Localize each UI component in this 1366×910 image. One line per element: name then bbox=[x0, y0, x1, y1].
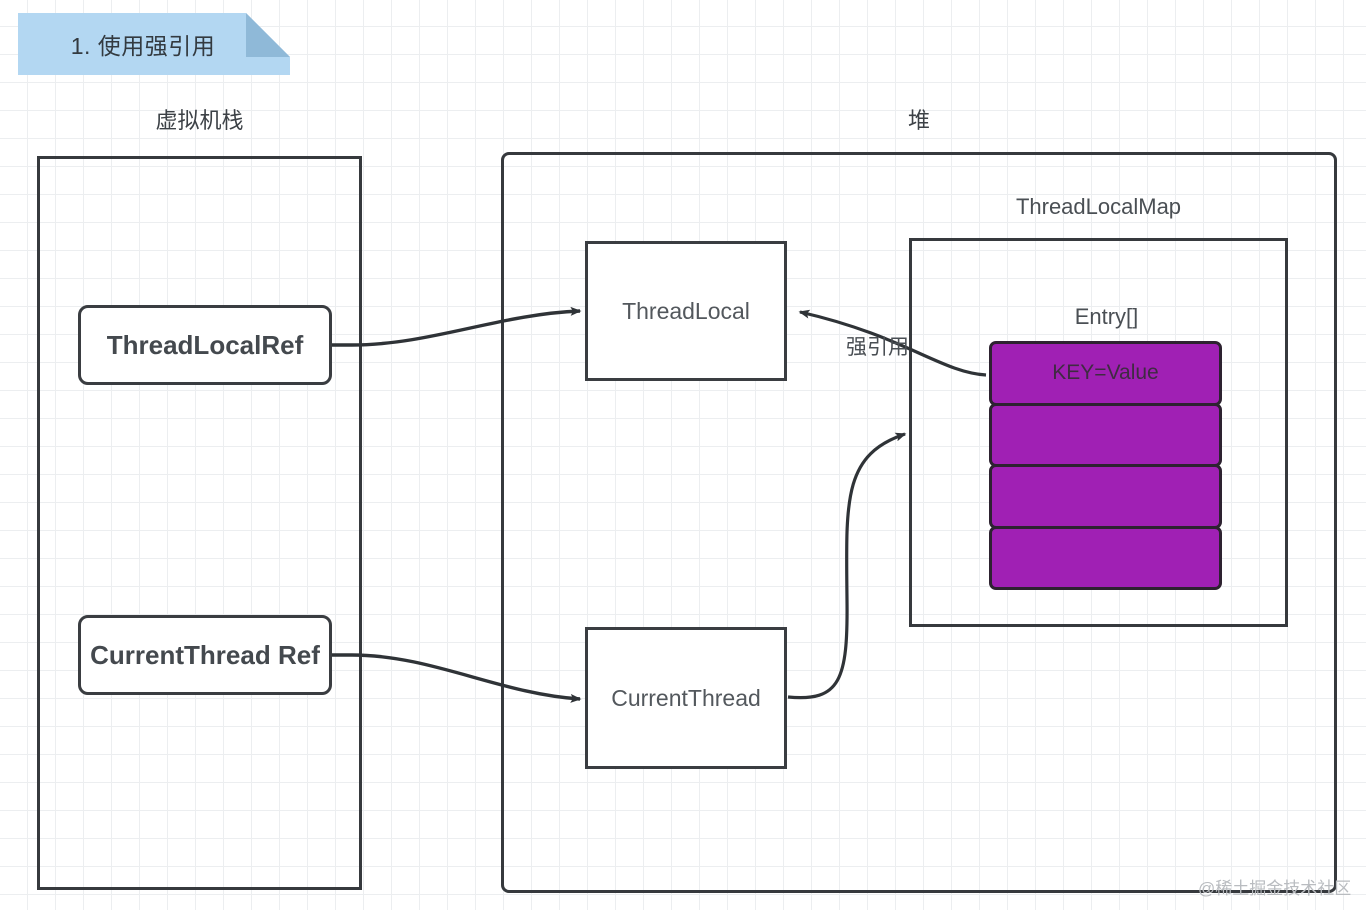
vm-stack-container bbox=[37, 156, 362, 890]
current-thread-ref-line2: Thread Ref bbox=[184, 639, 320, 670]
heap-region-caption: 堆 bbox=[907, 108, 930, 133]
strong-reference-edge-label: 强引用 bbox=[846, 336, 909, 359]
current-thread-ref-box: Current Thread Ref bbox=[78, 615, 332, 695]
page-title: 1. 使用强引用 bbox=[70, 33, 216, 59]
current-thread-ref-line1: Current bbox=[90, 639, 185, 670]
entry-row bbox=[989, 525, 1222, 590]
current-thread-box-line2: Thread bbox=[687, 684, 761, 711]
watermark: @稀土掘金技术社区 bbox=[1198, 879, 1352, 898]
entry-row bbox=[989, 464, 1222, 529]
threadlocal-object-box: ThreadLocal bbox=[585, 241, 787, 381]
threadlocal-ref-box: ThreadLocal Ref bbox=[78, 305, 332, 385]
threadlocalmap-container bbox=[909, 238, 1288, 627]
threadlocal-ref-line2: Ref bbox=[261, 329, 304, 360]
current-thread-object-box: Current Thread bbox=[585, 627, 787, 769]
entry-array-label: Entry[] bbox=[1074, 304, 1139, 329]
stack-region-caption: 虚拟机栈 bbox=[155, 108, 244, 133]
threadlocalmap-label: ThreadLocalMap bbox=[1015, 194, 1182, 219]
threadlocal-ref-line1: ThreadLocal bbox=[106, 329, 262, 360]
entry-array-table: KEY=Value bbox=[989, 341, 1222, 590]
title-banner bbox=[18, 13, 290, 75]
entry-row bbox=[989, 402, 1222, 467]
heap-container bbox=[501, 152, 1337, 893]
current-thread-box-line1: Current bbox=[611, 684, 688, 711]
entry-row: KEY=Value bbox=[989, 341, 1222, 406]
